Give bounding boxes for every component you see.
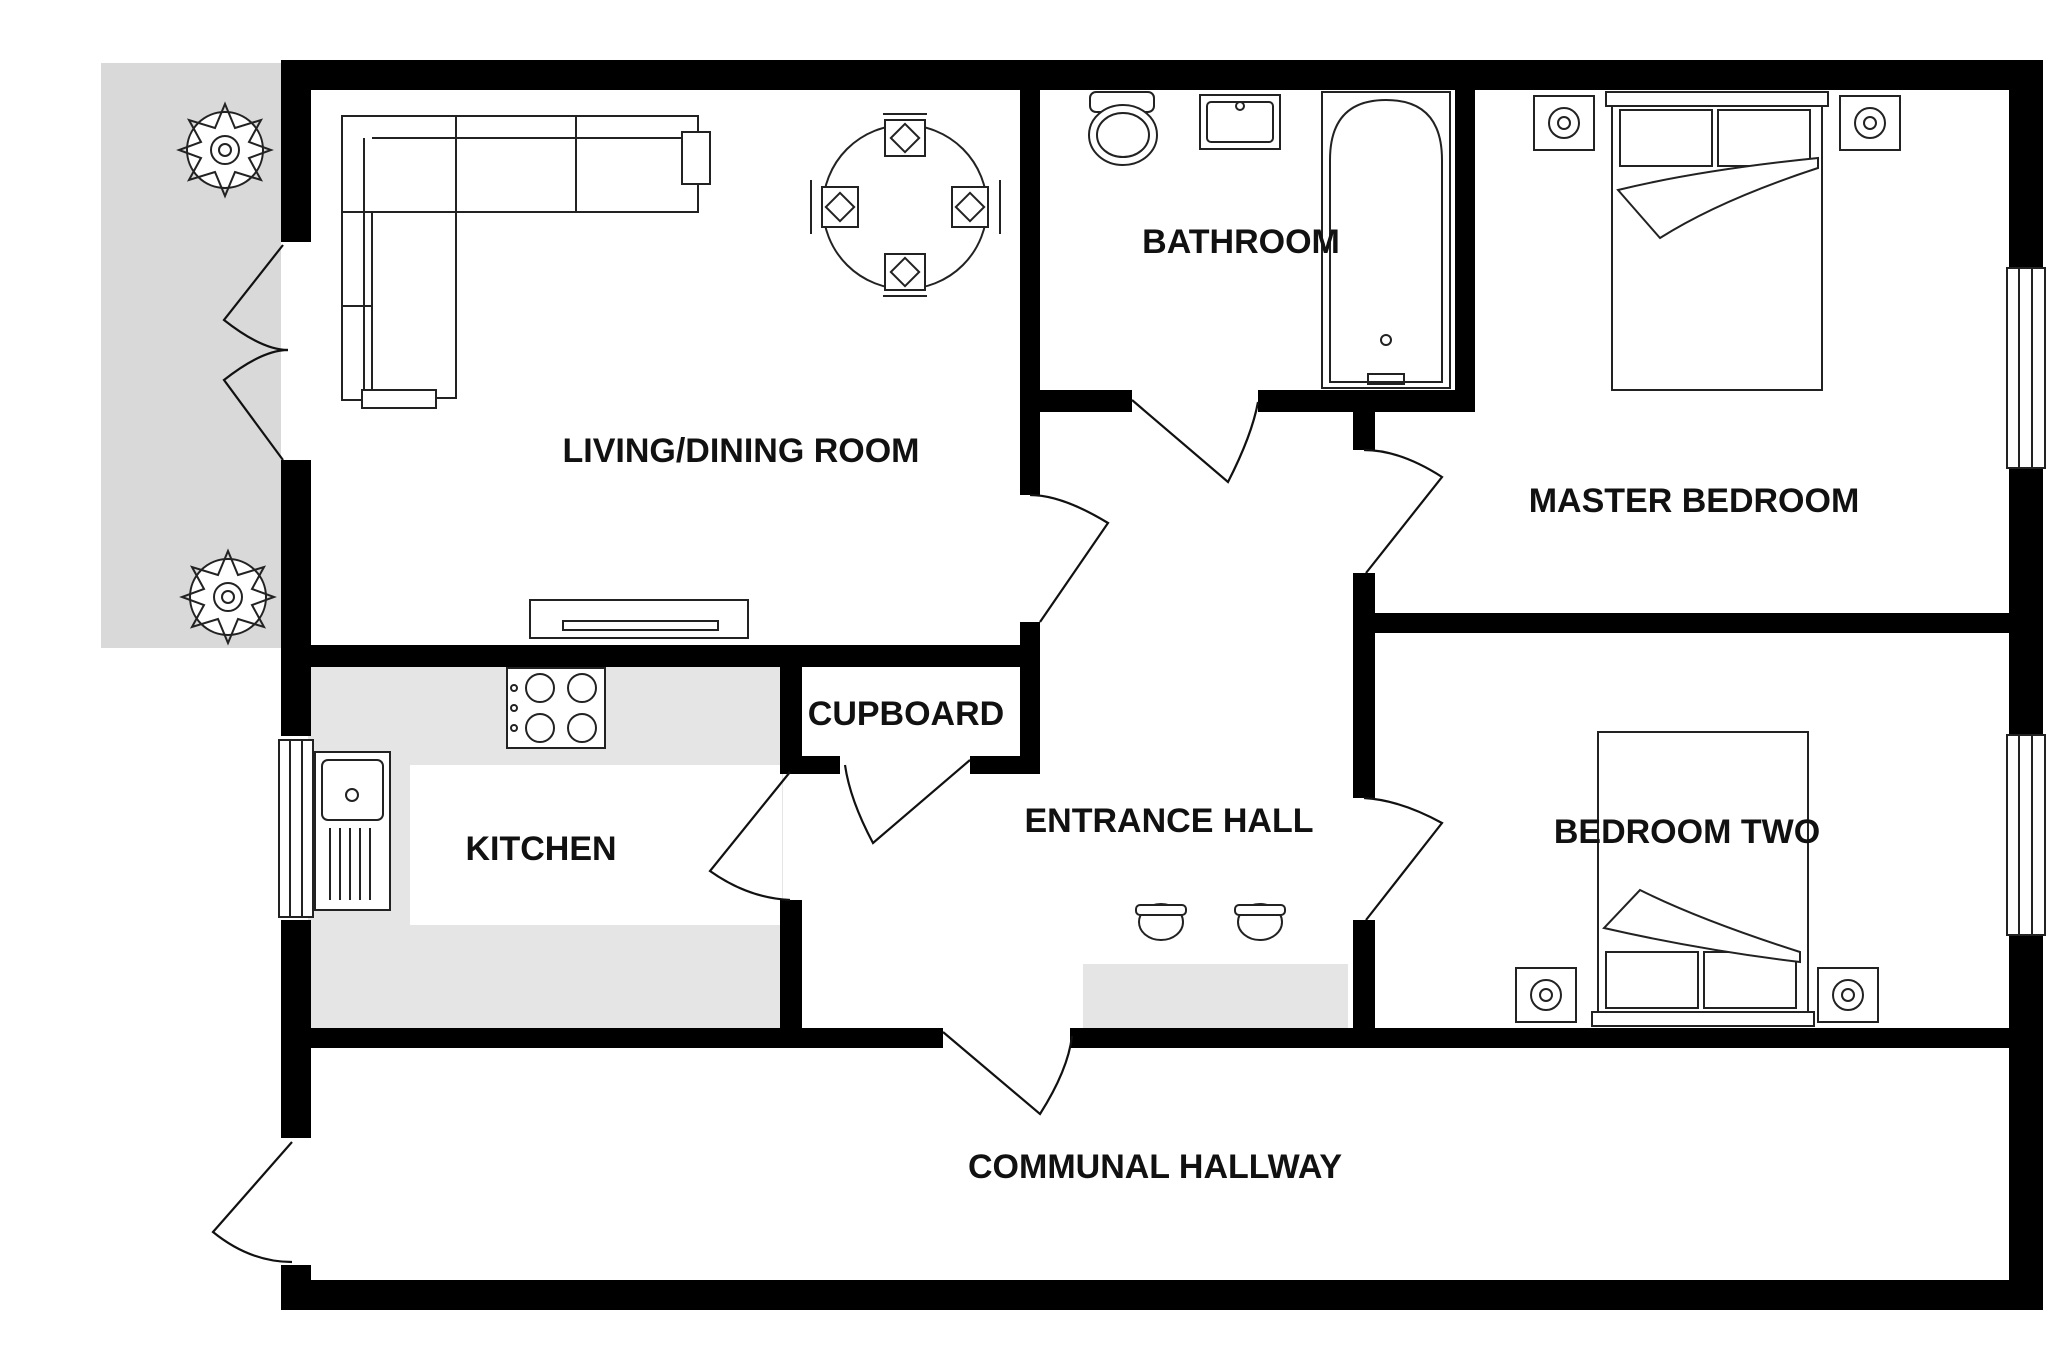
basin-icon [1199, 94, 1281, 150]
tv-unit-icon [529, 599, 749, 639]
window-icon [278, 739, 314, 918]
sink-icon [314, 751, 391, 911]
hob-icon [506, 667, 606, 749]
window-icon [2006, 734, 2046, 936]
bedside-table-icon [1839, 95, 1901, 151]
dining-table-icon [810, 113, 1001, 297]
plant-icon [179, 548, 277, 646]
stool-icon [1135, 903, 1187, 941]
window-icon [2006, 267, 2046, 469]
hall-counter [1083, 964, 1348, 1028]
plant-icon [176, 101, 274, 199]
door-swing-icon [211, 244, 1444, 1264]
room-label-living: LIVING/DINING ROOM [563, 432, 920, 470]
bedside-table-icon [1817, 967, 1879, 1023]
double-bed-icon [1605, 91, 1829, 391]
bathtub-icon [1321, 91, 1451, 389]
room-label-cupboard: CUPBOARD [808, 695, 1004, 733]
kitchen-floor-open [410, 765, 782, 925]
room-label-master-bedroom: MASTER BEDROOM [1529, 482, 1860, 520]
stool-icon [1234, 903, 1286, 941]
room-label-bedroom-two: BEDROOM TWO [1554, 813, 1820, 851]
room-label-communal-hallway: COMMUNAL HALLWAY [968, 1148, 1342, 1186]
room-label-kitchen: KITCHEN [465, 830, 616, 868]
room-label-bathroom: BATHROOM [1142, 223, 1340, 261]
toilet-icon [1088, 91, 1158, 166]
bedside-table-icon [1533, 95, 1595, 151]
bedside-table-icon [1515, 967, 1577, 1023]
walls [281, 60, 2043, 1310]
sofa-icon [341, 115, 711, 409]
double-bed-icon [1591, 731, 1815, 1027]
room-label-entrance-hall: ENTRANCE HALL [1025, 802, 1314, 840]
